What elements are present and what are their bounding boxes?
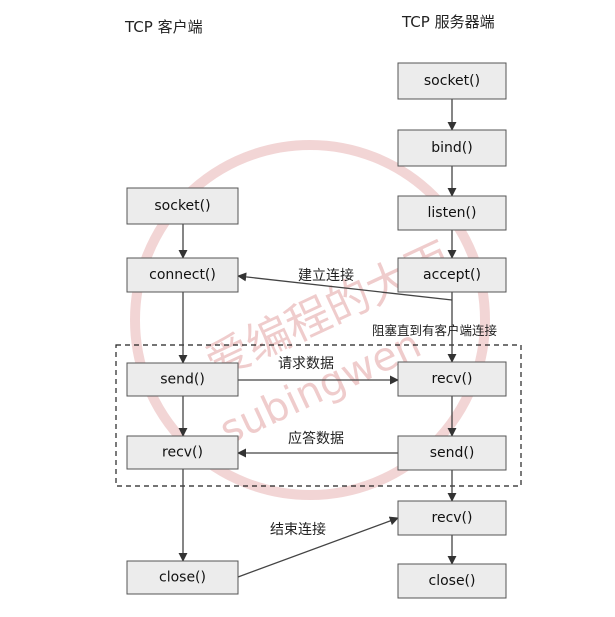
server-recv-node: recv() xyxy=(397,361,507,397)
label-request-data: 请求数据 xyxy=(278,356,334,372)
server-socket-label: socket() xyxy=(424,73,480,89)
server-header: TCP 服务器端 xyxy=(401,13,495,31)
server-recv2-label: recv() xyxy=(432,510,473,526)
client-recv-label: recv() xyxy=(162,445,203,461)
label-reply-data: 应答数据 xyxy=(288,430,344,447)
server-send-node: send() xyxy=(397,435,507,471)
client-close-label: close() xyxy=(159,570,206,586)
label-establish-connection: 建立连接 xyxy=(298,267,354,284)
arrow-finish-connection xyxy=(237,516,399,578)
client-socket-label: socket() xyxy=(154,198,210,214)
server-close-node: close() xyxy=(397,563,507,599)
client-recv-node: recv() xyxy=(126,435,239,470)
label-finish-connection: 结束连接 xyxy=(270,521,326,538)
server-send-label: send() xyxy=(430,445,475,461)
server-listen-node: listen() xyxy=(397,195,507,231)
client-send-label: send() xyxy=(160,372,205,388)
server-listen-label: listen() xyxy=(428,205,477,221)
data-exchange-region xyxy=(115,344,522,487)
server-recv2-node: recv() xyxy=(397,500,507,536)
server-accept-node: accept() xyxy=(397,257,507,293)
client-send-node: send() xyxy=(126,362,239,397)
arrow-establish-connection xyxy=(237,272,453,301)
server-socket-node: socket() xyxy=(397,62,507,100)
client-connect-label: connect() xyxy=(149,267,216,283)
server-close-label: close() xyxy=(429,573,476,589)
server-accept-label: accept() xyxy=(423,267,481,283)
client-connect-node: connect() xyxy=(126,257,239,293)
server-bind-node: bind() xyxy=(397,129,507,167)
server-bind-label: bind() xyxy=(431,140,472,156)
label-block-until-client: 阻塞直到有客户端连接 xyxy=(372,323,498,338)
client-header: TCP 客户端 xyxy=(124,18,203,36)
server-recv-label: recv() xyxy=(432,371,473,387)
client-socket-node: socket() xyxy=(126,187,239,225)
client-close-node: close() xyxy=(126,560,239,595)
